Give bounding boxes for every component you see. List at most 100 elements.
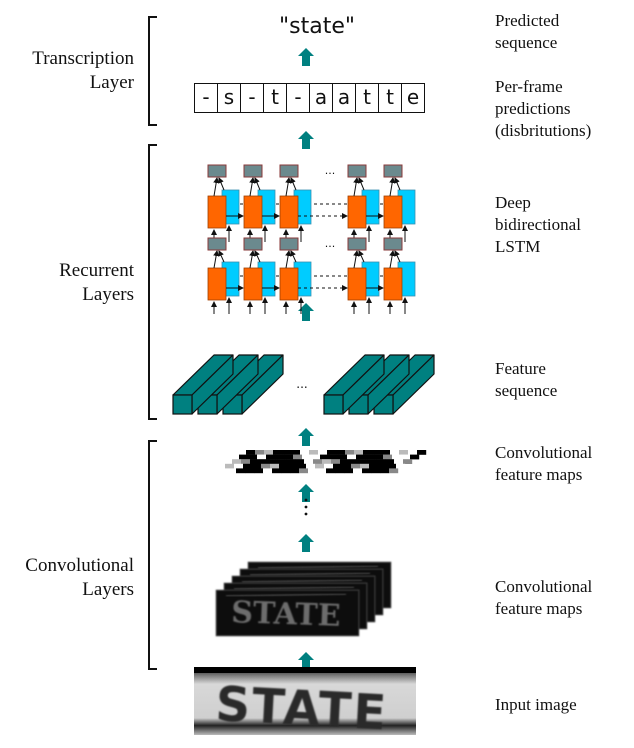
frame-cell: a (332, 84, 355, 112)
feature-map-pixel (408, 450, 418, 455)
feature-map-streak (257, 565, 379, 569)
feature-map-pixel (306, 463, 316, 469)
feature-map-streak (225, 593, 347, 597)
feature-map-pixel (277, 459, 287, 464)
feature-map-streak (241, 579, 363, 583)
feature-map-pixel (281, 468, 291, 474)
recurrent-bracket (148, 144, 157, 420)
feature-map-pixel (234, 463, 244, 469)
label-line: (disbritutions) (495, 121, 592, 140)
frame-cell: a (309, 84, 332, 112)
feature-map-pixel (225, 463, 235, 469)
feature-map-pixel (282, 450, 292, 455)
feature-map-pixel (264, 450, 274, 455)
feature-sequence-label: Feature sequence (495, 358, 557, 402)
feature-map-pixel (371, 468, 381, 474)
lstm-output-node (347, 164, 367, 178)
feature-map-pixel (299, 468, 309, 474)
feature-map-pixel (362, 468, 372, 474)
frame-cell: - (240, 84, 263, 112)
frame-cell: s (217, 84, 240, 112)
feature-map-pixel (378, 463, 388, 469)
feature-map-pixel (252, 463, 262, 469)
feature-map-pixel (291, 450, 301, 455)
conv-feature-maps-top-label: Convolutional feature maps (495, 442, 592, 486)
feature-map-pixel (372, 450, 382, 455)
label-line: sequence (495, 381, 558, 400)
feature-map-layer (215, 589, 360, 637)
feature-map-pixel (338, 454, 348, 460)
feature-map-pixel (327, 450, 337, 455)
feature-map-pixel (250, 459, 260, 464)
input-image: STATE (194, 667, 416, 741)
output-arrow (249, 177, 256, 197)
output-arrow (358, 250, 365, 263)
up-arrow-icon (298, 48, 314, 66)
label-line: Per-frame (495, 77, 563, 96)
frame-cell: t (355, 84, 378, 112)
feature-map-pixel (245, 468, 255, 474)
feature-map-pixel (403, 459, 413, 464)
feature-map-pixel (383, 454, 393, 460)
lstm-output-node (207, 164, 227, 178)
input-image-word: STATE (214, 677, 389, 742)
feature-map-pixel (335, 468, 345, 474)
feature-map-pixel (239, 454, 249, 460)
feature-map-pixel (284, 454, 294, 460)
feature-map-pixel (363, 450, 373, 455)
feature-map-pixel (401, 454, 411, 460)
label-line: Predicted (495, 11, 560, 30)
flow-arrows (298, 48, 314, 670)
feature-map-pixel (243, 463, 253, 469)
up-arrow-icon (298, 652, 314, 670)
ellipsis-text: ... (296, 377, 307, 391)
feature-map-pixel (257, 454, 267, 460)
feature-map-pixel (351, 463, 361, 469)
feature-map-pixel (417, 450, 427, 455)
feature-map-pixel (329, 454, 339, 460)
feature-map-pixel (385, 459, 395, 464)
feature-map-pixel (241, 459, 251, 464)
output-arrow (213, 177, 220, 197)
feature-map-pixel (360, 463, 370, 469)
ellipsis-text: ... (325, 164, 336, 177)
label-line: bidirectional (495, 215, 581, 234)
lstm-output-node (279, 164, 299, 178)
feature-map-pixel (322, 459, 332, 464)
output-arrow (389, 177, 396, 197)
feature-map-pixel (389, 468, 399, 474)
transcription-bracket (148, 16, 157, 126)
feature-map-pixel (309, 450, 319, 455)
feature-map-pixel (308, 468, 318, 474)
ellipsis-dot (304, 505, 308, 509)
output-arrow (254, 177, 261, 191)
output-arrow (358, 177, 365, 191)
label-line: Layers (82, 579, 134, 600)
feature-map-pixel (295, 459, 305, 464)
feature-map-pixel (326, 468, 336, 474)
frame-cell: - (286, 84, 309, 112)
up-arrow-icon (298, 534, 314, 552)
feature-map-pixel (263, 468, 273, 474)
feature-sequence-blocks: ... (172, 354, 435, 415)
frame-cell: t (378, 84, 401, 112)
feature-map-pixel (259, 459, 269, 464)
feature-map-pixel (374, 454, 384, 460)
input-image-border-top (194, 667, 416, 673)
feature-map-pixel (232, 459, 242, 464)
feature-map-pixel (254, 468, 264, 474)
ellipsis-dot (304, 512, 308, 516)
output-arrow (394, 177, 401, 191)
output-arrow (218, 177, 225, 191)
feature-map-pixel (342, 463, 352, 469)
feature-map-pixel (261, 463, 271, 469)
feature-map-pixel (313, 459, 323, 464)
lstm-forward-cell (383, 195, 403, 229)
feature-map-pixel (367, 459, 377, 464)
feature-map-pixel (365, 454, 375, 460)
feature-block-front (323, 394, 344, 415)
feature-map-pixel (387, 463, 397, 469)
frame-cell: e (401, 84, 424, 112)
per-frame-predictions: - s - t - a a t t e (194, 83, 425, 113)
feature-map-pixel (255, 450, 265, 455)
